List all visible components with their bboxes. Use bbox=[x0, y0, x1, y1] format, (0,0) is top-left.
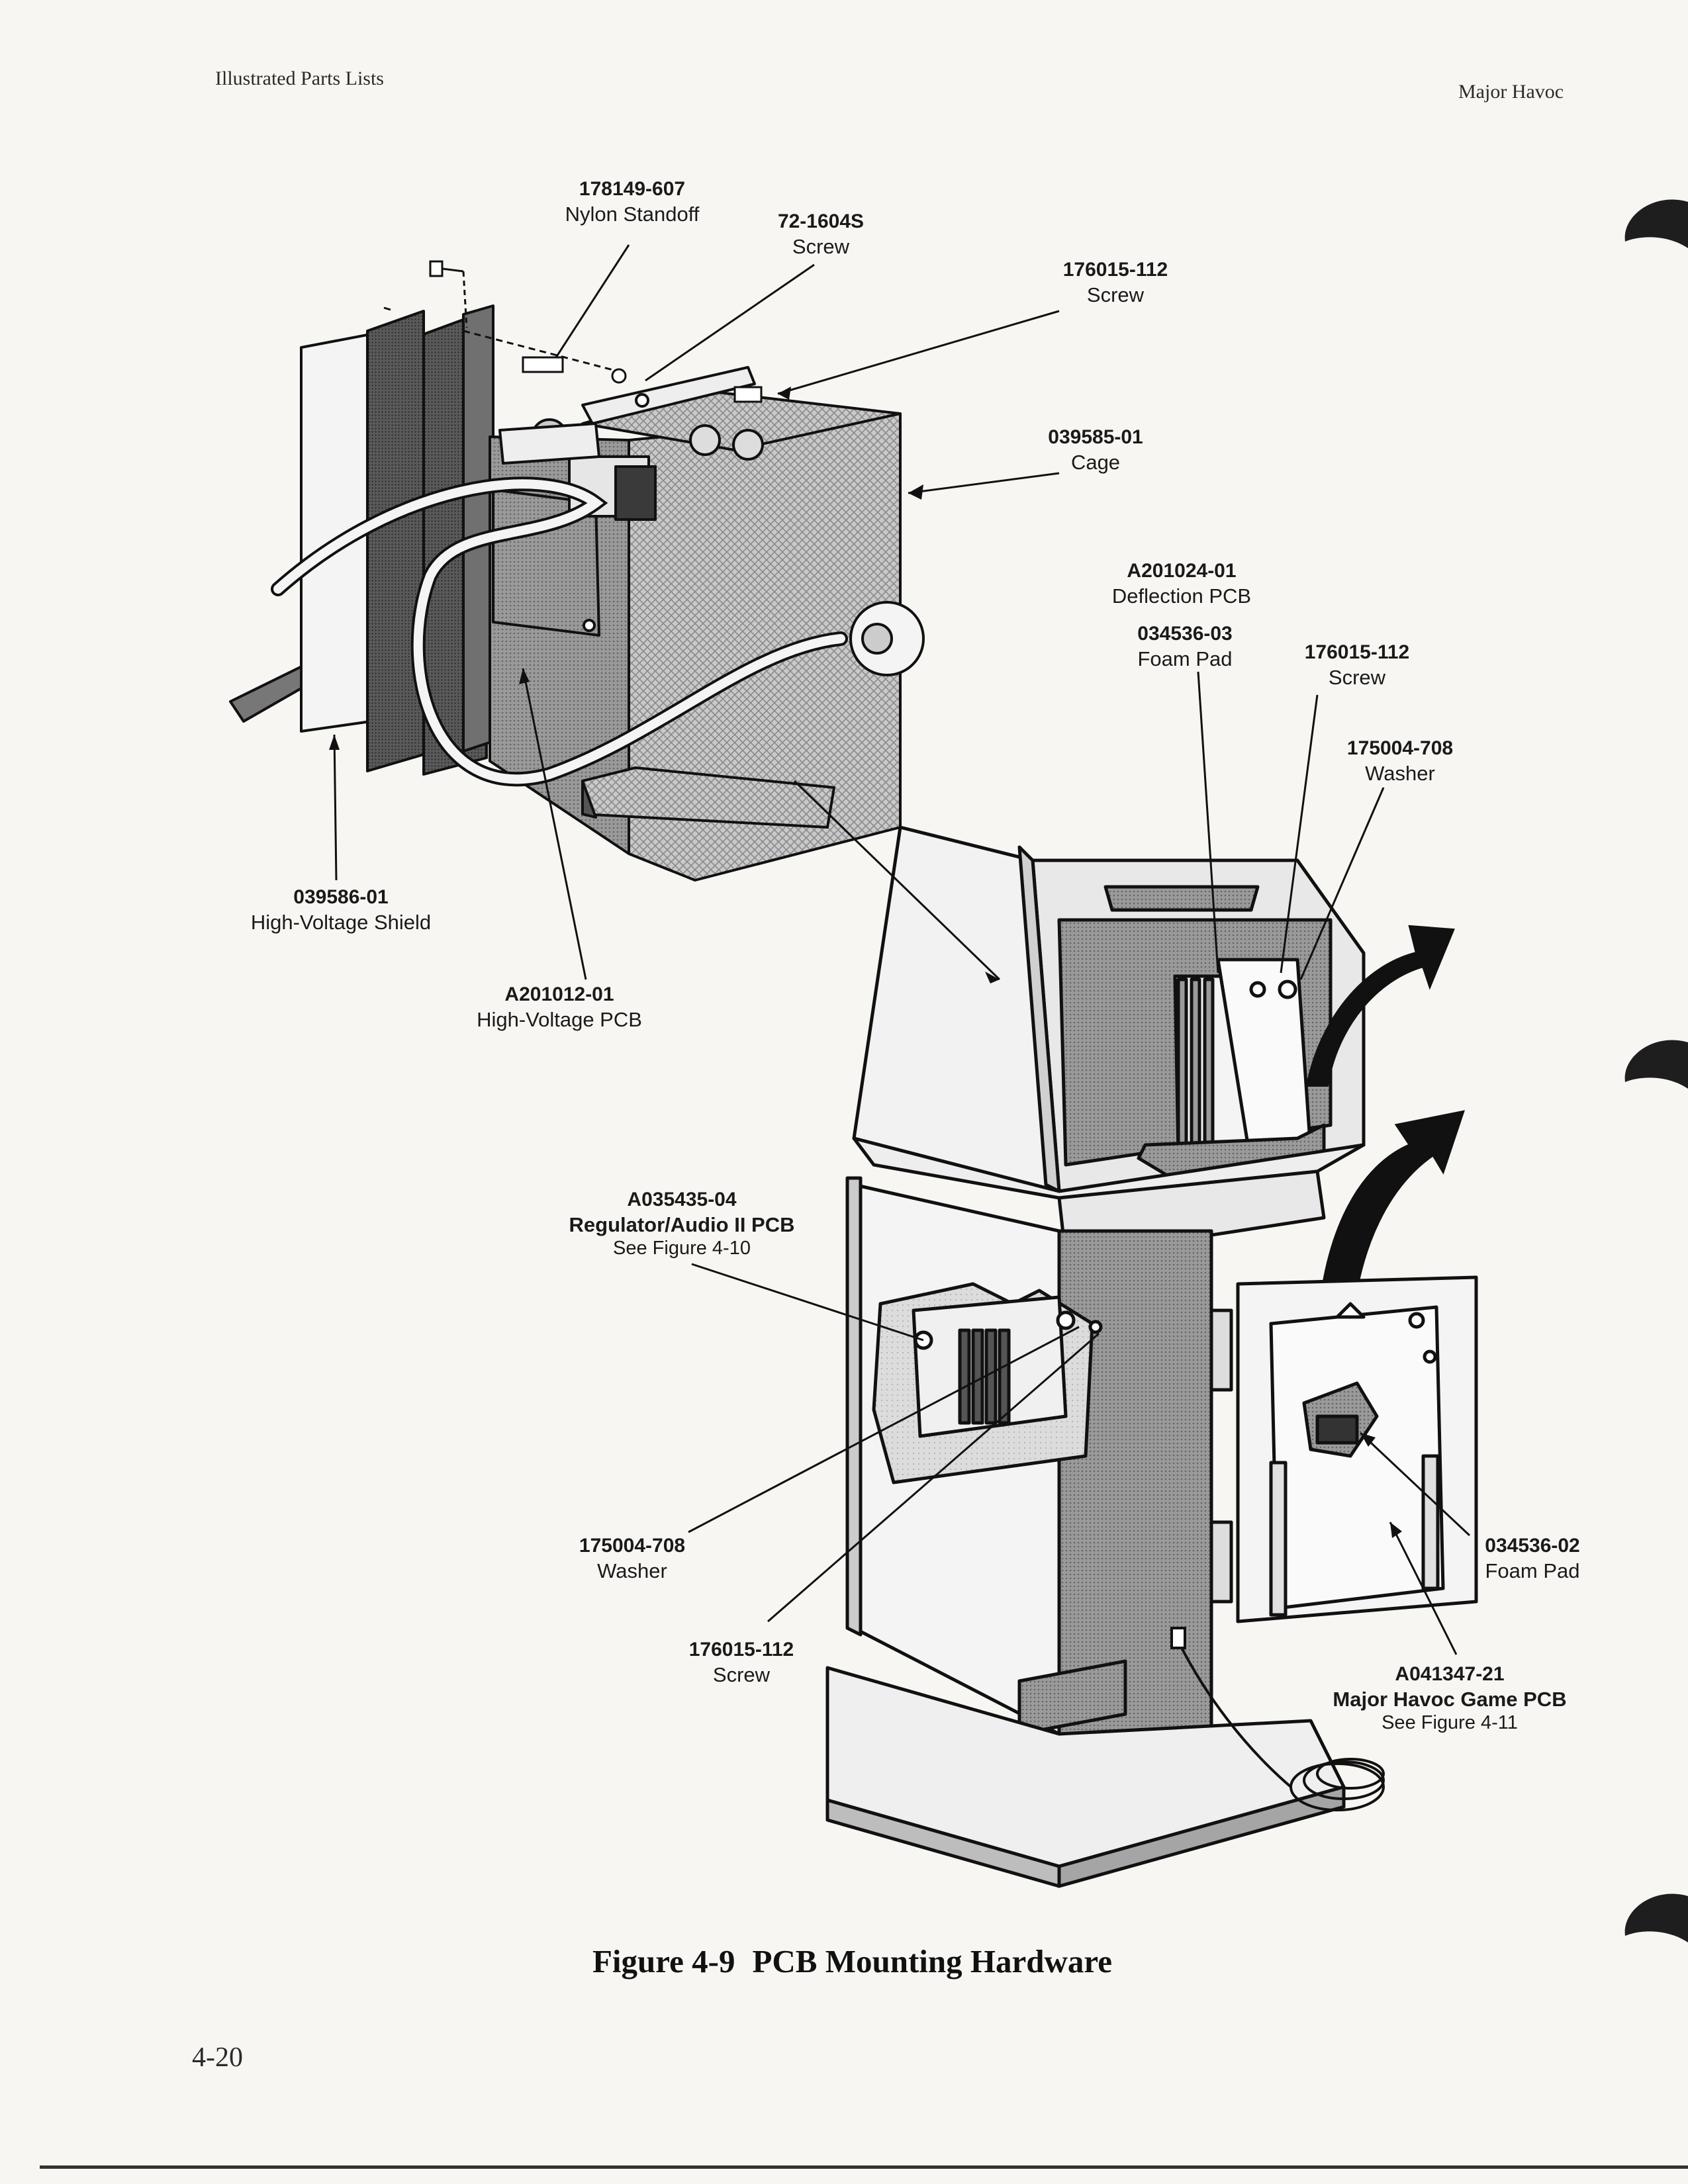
part-name: High-Voltage PCB bbox=[477, 1007, 642, 1031]
part-name: Foam Pad bbox=[1485, 1559, 1580, 1582]
part-name: Washer bbox=[1365, 761, 1435, 785]
part-name: Screw bbox=[792, 234, 850, 258]
arrowheads bbox=[329, 387, 1402, 1538]
figure-caption: Figure 4-9 PCB Mounting Hardware bbox=[592, 1942, 1112, 1980]
part-number: 039585-01 bbox=[1048, 426, 1143, 448]
part-number: 039586-01 bbox=[293, 886, 389, 908]
callout-deflection-pcb: A201024-01 Deflection PCB bbox=[1099, 559, 1264, 608]
lower-cabinet bbox=[825, 1169, 1478, 1888]
binder-hole-top bbox=[1624, 199, 1688, 248]
part-number: 178149-607 bbox=[579, 178, 686, 200]
part-number: A041347-21 bbox=[1395, 1663, 1505, 1685]
callout-nylon-standoff: 178149-607 Nylon Standoff bbox=[543, 177, 722, 226]
part-name: Major Havoc Game PCB bbox=[1333, 1687, 1567, 1711]
callout-screw-deflection: 176015-112 Screw bbox=[1294, 641, 1420, 690]
callout-regulator-pcb: A035435-04 Regulator/Audio II PCB See Fi… bbox=[563, 1188, 801, 1261]
binder-hole-middle bbox=[1624, 1040, 1688, 1089]
anode-cup bbox=[849, 601, 925, 676]
part-number: A035435-04 bbox=[627, 1189, 737, 1210]
part-name: Screw bbox=[1086, 283, 1145, 306]
callout-foam-pad-02: 034536-02 Foam Pad bbox=[1466, 1534, 1599, 1583]
part-name: Screw bbox=[712, 1662, 771, 1686]
removal-arrow-upper bbox=[1305, 925, 1455, 1087]
part-number: A201024-01 bbox=[1127, 560, 1237, 582]
part-name: Screw bbox=[1328, 665, 1386, 689]
figure-number: Figure 4-9 bbox=[592, 1943, 735, 1979]
callout-screw-regulator: 176015-112 Screw bbox=[679, 1638, 804, 1687]
part-number: 034536-03 bbox=[1137, 623, 1233, 645]
part-number: 72-1604S bbox=[777, 210, 865, 232]
part-name: High-Voltage Shield bbox=[250, 910, 432, 934]
callout-hv-pcb: A201012-01 High-Voltage PCB bbox=[470, 983, 649, 1032]
upper-cabinet bbox=[852, 825, 1366, 1200]
callout-cage: 039585-01 Cage bbox=[1039, 426, 1152, 475]
running-header-left: Illustrated Parts Lists bbox=[215, 68, 384, 89]
figure-reference: See Figure 4-10 bbox=[613, 1238, 751, 1259]
part-name: Deflection PCB bbox=[1111, 584, 1252, 608]
figure-reference: See Figure 4-11 bbox=[1382, 1712, 1518, 1734]
part-number: 176015-112 bbox=[688, 1639, 794, 1661]
callout-screw-cage-top: 176015-112 Screw bbox=[1053, 258, 1178, 307]
part-number: 034536-02 bbox=[1485, 1535, 1580, 1557]
callout-screw-72-1604s: 72-1604S Screw bbox=[761, 210, 880, 259]
leader-lines bbox=[333, 244, 1471, 1655]
part-name: Washer bbox=[597, 1559, 667, 1582]
part-number: 176015-112 bbox=[1062, 259, 1168, 281]
part-name: Nylon Standoff bbox=[565, 202, 700, 226]
callout-washer-regulator: 175004-708 Washer bbox=[569, 1534, 695, 1583]
callout-hv-shield: 039586-01 High-Voltage Shield bbox=[245, 886, 437, 934]
power-cord bbox=[1170, 1627, 1385, 1811]
callout-foam-pad-03: 034536-03 Foam Pad bbox=[1122, 622, 1248, 671]
page-number: 4-20 bbox=[192, 2042, 243, 2073]
part-name: Foam Pad bbox=[1137, 647, 1233, 670]
part-number: A201012-01 bbox=[504, 983, 614, 1005]
callout-washer-deflection: 175004-708 Washer bbox=[1337, 737, 1463, 786]
part-number: 175004-708 bbox=[1346, 737, 1454, 759]
binder-hole-bottom bbox=[1624, 1893, 1688, 1942]
callout-game-pcb: A041347-21 Major Havoc Game PCB See Figu… bbox=[1331, 1662, 1569, 1735]
figure-title: PCB Mounting Hardware bbox=[752, 1943, 1113, 1979]
part-name: Regulator/Audio II PCB bbox=[569, 1212, 795, 1236]
part-number: 176015-112 bbox=[1304, 641, 1410, 663]
cage-assembly bbox=[229, 304, 902, 882]
part-name: Cage bbox=[1070, 450, 1121, 474]
bottom-rule bbox=[40, 2165, 1688, 2169]
part-number: 175004-708 bbox=[579, 1535, 686, 1557]
cage-hardware bbox=[383, 260, 763, 403]
running-header-right: Major Havoc bbox=[1458, 81, 1564, 103]
